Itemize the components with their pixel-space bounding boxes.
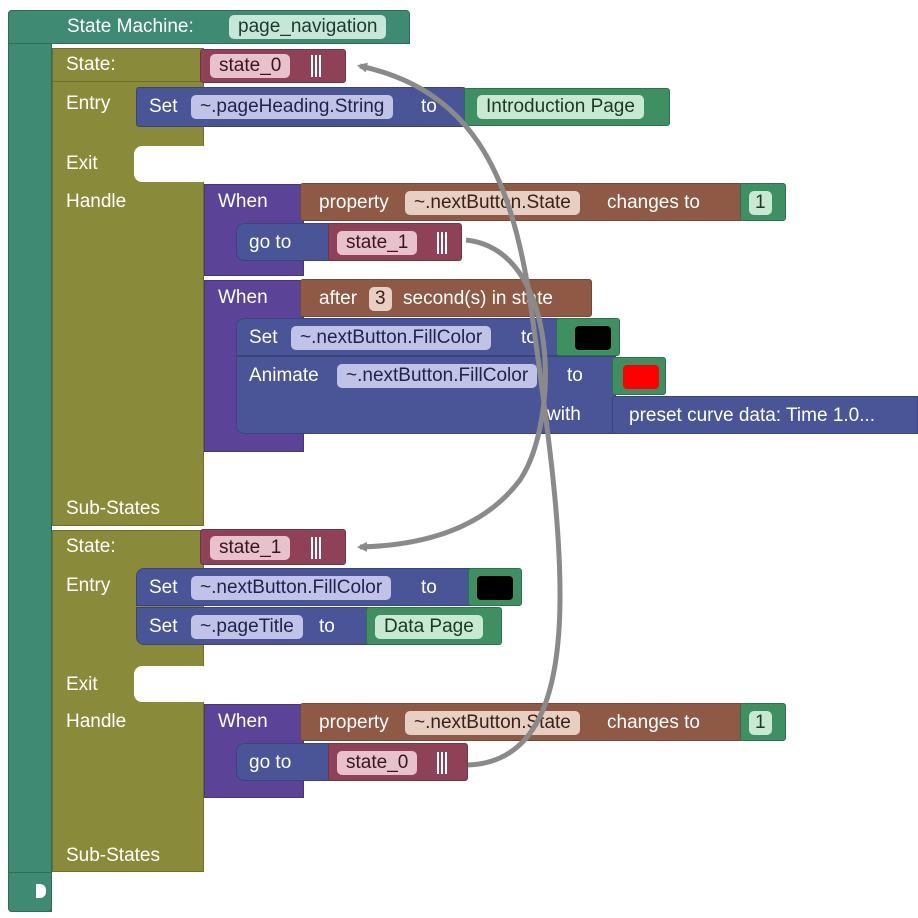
set-label: Set bbox=[149, 577, 178, 598]
state-machine-label: State Machine: bbox=[67, 16, 194, 37]
state-0-entry-label: Entry bbox=[66, 93, 111, 114]
state-0-name-block[interactable]: state_0 bbox=[200, 49, 346, 83]
seconds-label: second(s) in state bbox=[403, 288, 553, 309]
state-0-name-field[interactable]: state_0 bbox=[210, 54, 291, 78]
drag-handle-icon[interactable] bbox=[311, 537, 321, 559]
entry-value-field[interactable]: Data Page bbox=[375, 615, 483, 639]
value-field[interactable]: 1 bbox=[749, 191, 772, 215]
animate-block[interactable]: Animate ~.nextButton.FillColor to with bbox=[236, 356, 616, 434]
animate-label: Animate bbox=[249, 365, 319, 386]
value-block[interactable]: 1 bbox=[740, 183, 786, 221]
to-label: to bbox=[567, 365, 583, 386]
set-label: Set bbox=[249, 327, 278, 348]
changes-to-label: changes to bbox=[607, 712, 700, 733]
goto-label: go to bbox=[249, 232, 292, 253]
state-1-entry-label: Entry bbox=[66, 575, 111, 596]
goto-target-block[interactable]: state_0 bbox=[328, 743, 468, 781]
property-field[interactable]: ~.nextButton.State bbox=[405, 191, 580, 215]
state-block-state-0[interactable] bbox=[52, 48, 204, 526]
when-label: When bbox=[218, 287, 268, 308]
goto-target-block[interactable]: state_1 bbox=[328, 223, 462, 261]
set-fillcolor-block[interactable]: Set ~.nextButton.FillColor to bbox=[236, 318, 560, 356]
state-1-exit-label: Exit bbox=[66, 674, 98, 695]
state-0-handle-label: Handle bbox=[66, 191, 127, 212]
state-machine-block[interactable] bbox=[8, 10, 52, 912]
property-label: property bbox=[319, 192, 389, 213]
curve-block[interactable]: preset curve data: Time 1.0... bbox=[612, 396, 918, 434]
color-swatch-red[interactable] bbox=[623, 365, 659, 389]
with-label: with bbox=[547, 404, 581, 425]
state-0-label: State: bbox=[66, 54, 116, 75]
state-0-exit-label: Exit bbox=[66, 153, 98, 174]
value-block[interactable]: 1 bbox=[740, 703, 786, 741]
goto-block[interactable]: go to bbox=[236, 743, 332, 781]
state-1-name-field[interactable]: state_1 bbox=[210, 536, 291, 560]
set-target-field[interactable]: ~.pageHeading.String bbox=[191, 95, 394, 119]
state-0-header bbox=[52, 48, 204, 82]
state-1-exit-slot[interactable] bbox=[134, 666, 204, 702]
to-label: to bbox=[421, 577, 437, 598]
to-label: to bbox=[319, 616, 335, 637]
state-0-substates-label: Sub-States bbox=[66, 498, 160, 519]
set-target-field[interactable]: ~.nextButton.FillColor bbox=[191, 576, 392, 600]
drag-handle-icon[interactable] bbox=[437, 752, 447, 774]
value-field[interactable]: 1 bbox=[749, 711, 772, 735]
when-label: When bbox=[218, 711, 268, 732]
drag-handle-icon[interactable] bbox=[437, 232, 447, 254]
state-1-handle-label: Handle bbox=[66, 711, 127, 732]
set-target-field[interactable]: ~.nextButton.FillColor bbox=[291, 326, 492, 350]
property-label: property bbox=[319, 712, 389, 733]
state-1-label: State: bbox=[66, 536, 116, 557]
state-1-entry-value-block[interactable]: Data Page bbox=[366, 607, 502, 645]
property-field[interactable]: ~.nextButton.State bbox=[405, 711, 580, 735]
color-swatch-black[interactable] bbox=[477, 576, 513, 600]
animate-color-block[interactable] bbox=[612, 357, 666, 395]
state-0-entry-value-block[interactable]: Introduction Page bbox=[464, 88, 670, 126]
state-machine-header[interactable]: State Machine: page_navigation bbox=[8, 10, 410, 44]
goto-label: go to bbox=[249, 752, 292, 773]
goto-block[interactable]: go to bbox=[236, 223, 332, 261]
seconds-field[interactable]: 3 bbox=[369, 287, 392, 311]
to-label: to bbox=[421, 96, 437, 117]
to-label: to bbox=[521, 327, 537, 348]
goto-target-field[interactable]: state_1 bbox=[337, 231, 418, 255]
state-1-entry-set-fill-block[interactable]: Set ~.nextButton.FillColor to bbox=[136, 568, 474, 606]
changes-to-label: changes to bbox=[607, 192, 700, 213]
property-block[interactable]: property ~.nextButton.State changes to bbox=[300, 183, 744, 221]
drag-handle-icon[interactable] bbox=[311, 55, 321, 77]
state-machine-name-field[interactable]: page_navigation bbox=[229, 15, 387, 39]
curve-label: preset curve data: Time 1.0... bbox=[629, 405, 876, 426]
after-label: after bbox=[319, 288, 358, 309]
state-1-entry-color-block[interactable] bbox=[468, 568, 522, 606]
when-label: When bbox=[218, 191, 268, 212]
set-label: Set bbox=[149, 616, 178, 637]
entry-value-field[interactable]: Introduction Page bbox=[477, 95, 644, 119]
set-label: Set bbox=[149, 96, 178, 117]
animate-target-field[interactable]: ~.nextButton.FillColor bbox=[337, 364, 538, 388]
state-1-substates-label: Sub-States bbox=[66, 845, 160, 866]
state-0-entry-set-block[interactable]: Set ~.pageHeading.String to bbox=[136, 87, 466, 127]
goto-target-field[interactable]: state_0 bbox=[337, 751, 418, 775]
after-seconds-block[interactable]: after 3 second(s) in state bbox=[300, 279, 592, 317]
state-1-name-block[interactable]: state_1 bbox=[200, 529, 346, 565]
connector-notch bbox=[36, 884, 46, 898]
set-color-block[interactable] bbox=[556, 318, 620, 356]
state-1-entry-set-title-block[interactable]: Set ~.pageTitle to bbox=[136, 607, 370, 645]
set-target-field[interactable]: ~.pageTitle bbox=[191, 615, 303, 639]
state-0-exit-slot[interactable] bbox=[134, 146, 204, 182]
property-block[interactable]: property ~.nextButton.State changes to bbox=[300, 703, 744, 741]
color-swatch-black[interactable] bbox=[575, 326, 611, 350]
